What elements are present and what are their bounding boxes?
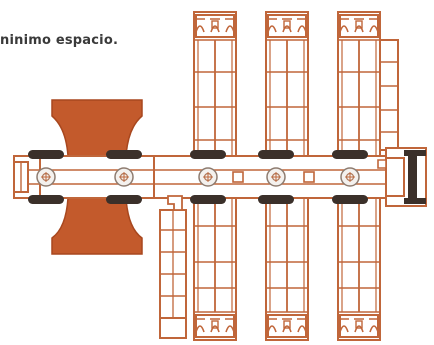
cap-notch (211, 20, 219, 29)
panel-bottom-cap (339, 314, 379, 338)
cap-notch (355, 20, 363, 29)
cap-notch (283, 20, 291, 29)
panel-top-cap (195, 14, 235, 38)
panel-top-cap (339, 14, 379, 38)
caption-text: ninimo espacio. (0, 33, 119, 48)
gasket-top (258, 150, 294, 159)
side-panel-outline (379, 39, 399, 151)
cap-pattern (282, 18, 292, 33)
cap-pattern (210, 18, 220, 33)
gasket-bottom (106, 195, 142, 204)
mullion-opening (39, 155, 155, 199)
panel-bottom-cap (195, 314, 235, 338)
roller-2 (106, 150, 142, 204)
roller-3 (190, 150, 226, 204)
cap-pattern (195, 18, 205, 33)
gasket-top (332, 150, 368, 159)
panel-top-cap (267, 14, 307, 38)
hook-profile (167, 195, 183, 211)
roller-4 (258, 150, 294, 204)
hook-profile (377, 159, 387, 169)
cap-notch (283, 320, 291, 329)
cap-pattern (369, 318, 379, 333)
cap-pattern (195, 318, 205, 333)
gasket-bottom (258, 195, 294, 204)
cap-pattern (354, 318, 364, 333)
right-end-gasket-bottom (404, 198, 426, 204)
gasket-bottom (332, 195, 368, 204)
gasket-top (106, 150, 142, 159)
roller-1 (28, 150, 64, 204)
rail-chamber (232, 171, 244, 183)
cap-pattern (282, 318, 292, 333)
cap-notch (355, 320, 363, 329)
profile-layer (13, 11, 399, 341)
gasket-bottom (28, 195, 64, 204)
panel-bottom-cap (267, 314, 307, 338)
gasket-top (28, 150, 64, 159)
gasket-top (190, 150, 226, 159)
gasket-bottom (190, 195, 226, 204)
cap-pattern (267, 18, 277, 33)
roller-5 (332, 150, 368, 204)
cap-notch (211, 320, 219, 329)
rail-chamber (303, 171, 315, 183)
cap-pattern (225, 18, 235, 33)
right-end-gasket-top (404, 150, 426, 156)
right-end-profile (385, 147, 427, 207)
right-end-outline (385, 147, 427, 207)
cap-pattern (267, 318, 277, 333)
cap-pattern (225, 318, 235, 333)
cap-pattern (339, 18, 349, 33)
cap-pattern (297, 318, 307, 333)
cap-pattern (210, 318, 220, 333)
side-panel-cap (159, 317, 187, 339)
right-end-gasket (408, 152, 417, 202)
cap-pattern (369, 18, 379, 33)
cap-pattern (297, 18, 307, 33)
detail-layer (28, 147, 427, 211)
cap-pattern (339, 318, 349, 333)
side-panel-left (159, 209, 187, 339)
cap-pattern (354, 18, 364, 33)
side-panel-right (379, 39, 399, 151)
